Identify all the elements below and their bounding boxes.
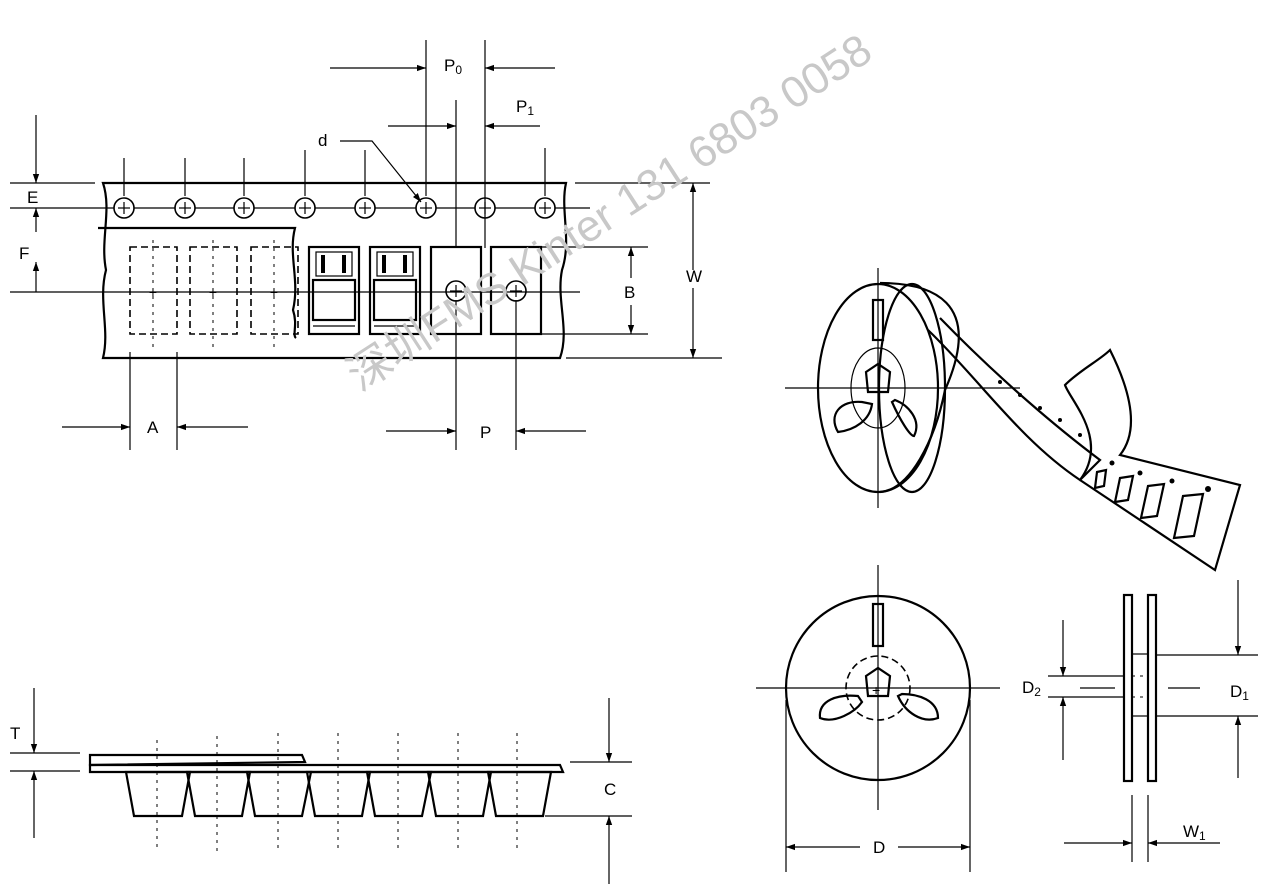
label-e: E xyxy=(27,188,38,207)
svg-text:+: + xyxy=(872,682,880,698)
label-p1: P1 xyxy=(516,97,534,118)
carrier-tape-side-view: T C xyxy=(10,688,632,884)
reel-front-view: + D xyxy=(756,565,1000,872)
label-w1: W1 xyxy=(1183,822,1206,843)
pockets-with-parts xyxy=(307,245,422,336)
label-d1: D1 xyxy=(1230,682,1249,703)
label-c: C xyxy=(604,780,616,799)
reel-side-view: D1 D2 W1 xyxy=(1022,580,1258,862)
label-f: F xyxy=(19,244,29,263)
label-p: P xyxy=(480,423,491,442)
label-d-hole: d xyxy=(318,131,327,150)
label-b: B xyxy=(624,283,635,302)
sprocket-holes xyxy=(113,197,556,219)
label-a: A xyxy=(147,418,159,437)
label-d2: D2 xyxy=(1022,678,1041,699)
label-d-reel: D xyxy=(873,838,885,857)
label-p0: P0 xyxy=(444,56,462,77)
label-w: W xyxy=(686,267,702,286)
label-t: T xyxy=(10,724,20,743)
pockets-covered: + + + xyxy=(129,240,299,352)
reel-perspective xyxy=(785,268,1242,572)
carrier-tape-top-view: + + + P0 xyxy=(10,40,722,450)
